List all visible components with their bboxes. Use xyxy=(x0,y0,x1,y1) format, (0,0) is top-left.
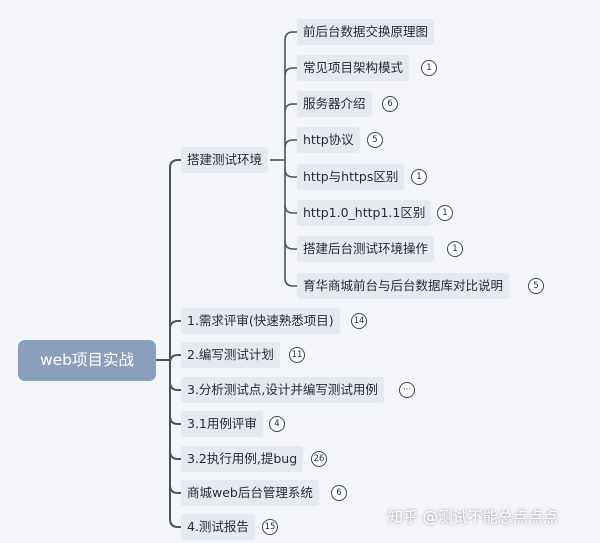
subnode[interactable]: 搭建后台测试环境操作 xyxy=(297,236,435,262)
count-badge[interactable]: 5 xyxy=(367,132,383,148)
count-badge[interactable]: 1 xyxy=(447,241,463,257)
count-badge[interactable]: 5 xyxy=(528,278,544,294)
connector xyxy=(169,381,181,391)
count-badge[interactable]: 1 xyxy=(437,205,453,221)
connector xyxy=(284,31,297,41)
count-badge[interactable]: 4 xyxy=(269,416,285,432)
connector xyxy=(169,415,181,425)
count-badge[interactable]: 6 xyxy=(331,485,347,501)
item-node[interactable]: 3.1用例评审 xyxy=(181,411,263,437)
item-node[interactable]: 2.编写测试计划 xyxy=(181,342,280,368)
subnode[interactable]: 前后台数据交换原理图 xyxy=(297,19,435,45)
connector xyxy=(284,204,297,214)
count-badge[interactable]: 6 xyxy=(382,96,398,112)
root-node[interactable]: web项目实战 xyxy=(18,340,156,381)
subnode[interactable]: http1.0_http1.1区别 xyxy=(297,200,432,226)
item-node[interactable]: 1.需求评审(快速熟悉项目) xyxy=(181,308,340,334)
connector xyxy=(284,277,297,287)
count-badge[interactable]: 11 xyxy=(289,347,305,363)
connector xyxy=(169,484,181,494)
connector xyxy=(284,168,297,178)
connector xyxy=(284,240,297,250)
item-node[interactable]: 3.分析测试点,设计并编写测试用例 xyxy=(181,377,384,403)
subnode[interactable]: http协议 xyxy=(297,127,360,153)
count-badge[interactable]: ··· xyxy=(399,382,415,398)
subnode[interactable]: 服务器介绍 xyxy=(297,91,372,117)
item-node[interactable]: 4.测试报告 xyxy=(181,514,255,540)
subnode[interactable]: http与https区别 xyxy=(297,164,405,190)
item-node[interactable]: 3.2执行用例,提bug xyxy=(181,446,304,472)
connector xyxy=(169,320,181,330)
item-node[interactable]: 商城web后台管理系统 xyxy=(181,480,319,506)
subnode[interactable]: 育华商城前台与后台数据库对比说明 xyxy=(297,273,510,299)
count-badge[interactable]: 1 xyxy=(411,169,427,185)
connector xyxy=(169,518,181,528)
subnode[interactable]: 常见项目架构模式 xyxy=(297,55,410,81)
connector xyxy=(284,139,297,149)
count-badge[interactable]: 1 xyxy=(421,60,437,76)
connector xyxy=(169,354,181,364)
connector xyxy=(169,450,181,460)
watermark: 知乎 @测试不能总点点点 xyxy=(388,508,558,526)
connector xyxy=(169,159,181,169)
count-badge[interactable]: 26 xyxy=(311,451,327,467)
count-badge[interactable]: 14 xyxy=(351,313,367,329)
branch-node-setup-env[interactable]: 搭建测试环境 xyxy=(181,147,269,173)
connector xyxy=(284,103,297,113)
connector xyxy=(284,67,297,77)
count-badge[interactable]: 15 xyxy=(262,519,278,535)
